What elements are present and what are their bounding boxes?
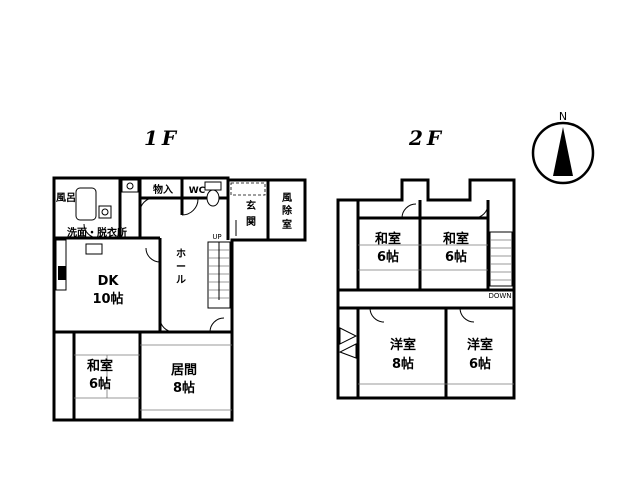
shoe-cabinet [230, 182, 266, 196]
label-bath: 風呂 [56, 192, 76, 204]
label-windbreak-2: 除 [282, 204, 293, 217]
label-2f-western-right-name: 洋室 [467, 337, 493, 353]
label-2f-western-left-name: 洋室 [390, 337, 416, 353]
floor-title-2f: 2F [408, 126, 445, 150]
label-storage: 物入 [153, 183, 173, 196]
label-wc: WC [189, 186, 206, 196]
first-floor-plan: 風呂 物入 WC 玄 関 風 除 室 洗面・脱衣所 ホ ー ル UP DK 10… [52, 176, 307, 422]
compass-needle-icon [553, 127, 573, 176]
first-floor-stairs [207, 241, 231, 309]
label-windbreak-3: 室 [282, 218, 292, 231]
label-up: UP [212, 233, 221, 241]
label-living-size: 8帖 [173, 380, 195, 396]
closet-doors-icon [338, 327, 358, 359]
label-2f-western-right-size: 6帖 [469, 356, 491, 372]
first-floor-interior-walls [54, 178, 270, 420]
floor-title-1f-text: 1F [144, 126, 180, 150]
label-dk-size: 10帖 [92, 291, 123, 307]
label-2f-western-left-size: 8帖 [392, 356, 414, 372]
kitchen-counter [55, 239, 103, 291]
first-floor-doors [83, 197, 225, 333]
label-entrance-1: 玄 [246, 199, 256, 212]
label-2f-washitsu-right-size: 6帖 [445, 249, 467, 265]
label-hall-1: ホ [176, 248, 186, 260]
toilet-icon [204, 181, 222, 207]
label-washroom: 洗面・脱衣所 [67, 226, 127, 239]
second-floor-plan: 和室 6帖 和室 6帖 DOWN 洋室 8帖 洋室 6帖 [336, 178, 516, 400]
label-hall-2: ー [176, 262, 186, 273]
bathtub-icon [75, 187, 112, 221]
compass-north-label: N [559, 110, 567, 123]
compass-ring [531, 121, 595, 185]
floor-title-1f: 1F [144, 126, 180, 150]
second-floor-stairs [489, 231, 513, 287]
sink-icon [121, 179, 139, 193]
label-down: DOWN [488, 292, 511, 300]
label-windbreak-1: 風 [282, 192, 292, 204]
label-washitsu-name: 和室 [87, 358, 113, 374]
second-floor-tatami [358, 244, 514, 385]
label-washitsu-size: 6帖 [89, 376, 111, 392]
label-2f-washitsu-left-name: 和室 [375, 231, 401, 247]
label-hall-3: ル [176, 275, 186, 286]
label-2f-washitsu-right-name: 和室 [443, 231, 469, 247]
first-floor-tatami [74, 344, 232, 411]
label-living-name: 居間 [171, 363, 197, 378]
second-floor-outer-wall [336, 178, 516, 400]
label-2f-washitsu-left-size: 6帖 [377, 249, 399, 265]
compass: N [531, 110, 595, 185]
second-floor-doors [369, 203, 489, 323]
label-dk-name: DK [98, 274, 120, 289]
first-floor-outer-wall [52, 176, 307, 422]
floor-title-2f-text: 2F [408, 126, 445, 150]
label-entrance-2: 関 [246, 216, 256, 228]
